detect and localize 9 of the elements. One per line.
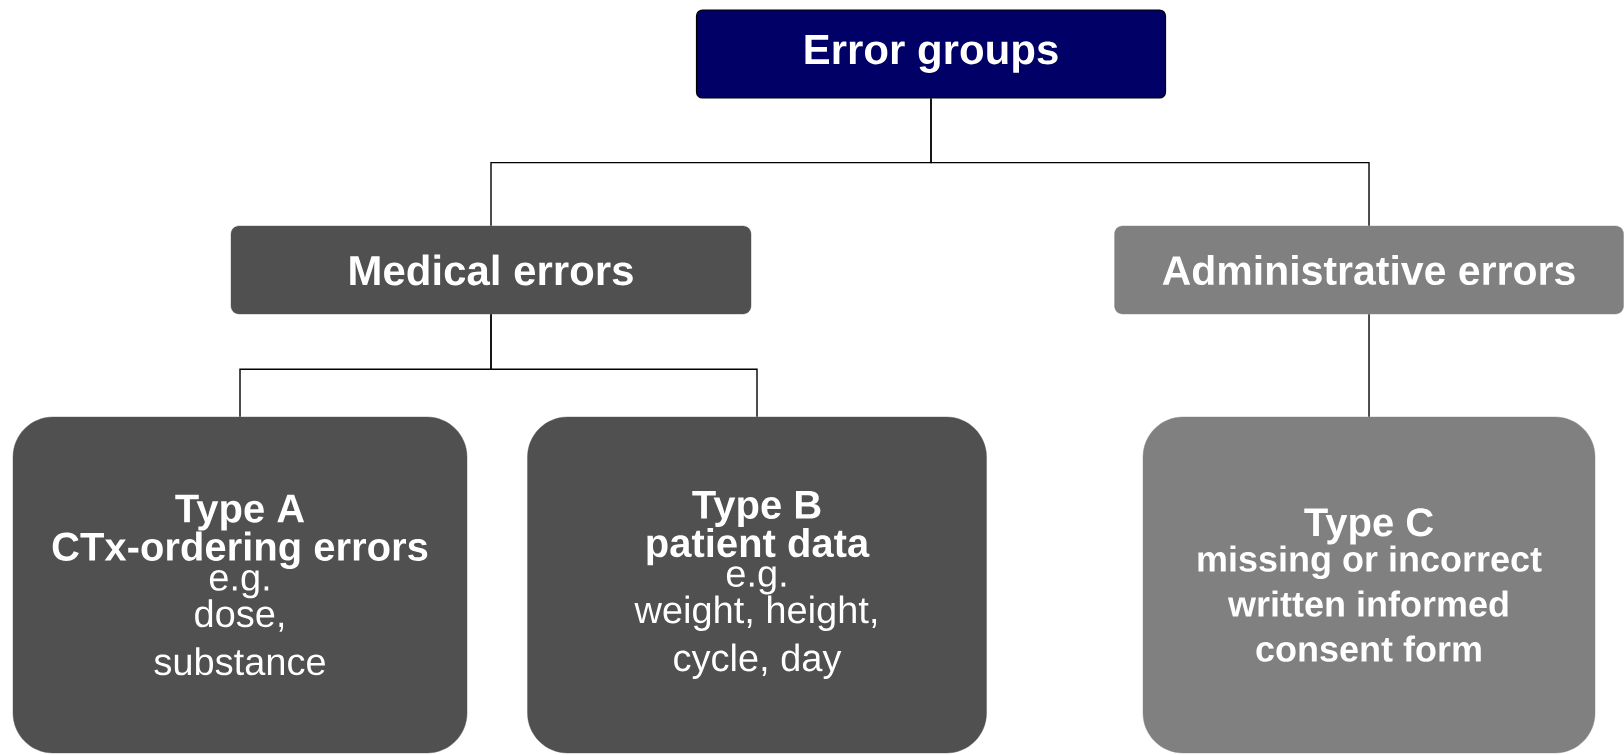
type-box: Type B patient data e.g. weight, height, cycle, day [527, 416, 987, 754]
connector-line [1368, 313, 1370, 418]
connector-line [490, 313, 758, 418]
type-box: Type A CTx-ordering errors e.g. dose, substance [12, 416, 468, 754]
title-box: Error groups [695, 9, 1167, 99]
category-box: Medical errors [230, 225, 752, 315]
category-box: Administrative errors [1114, 225, 1624, 315]
connector-line [930, 97, 1370, 227]
type-box: Type C missing or incorrect written informed consent form [1142, 416, 1596, 754]
